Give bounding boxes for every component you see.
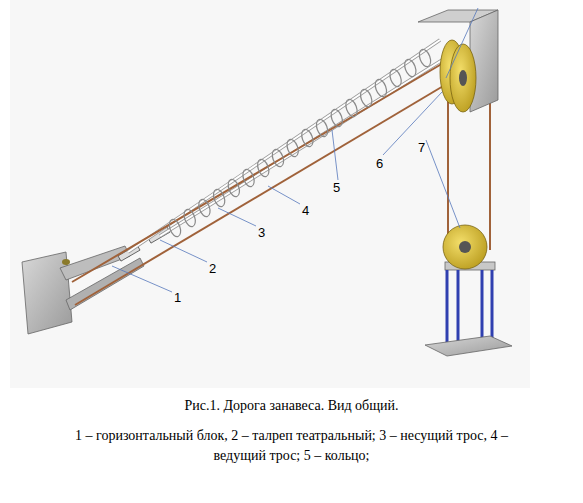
- ring: [167, 218, 183, 238]
- upper-block: [418, 10, 498, 112]
- render-ground: [10, 0, 530, 388]
- ring: [255, 158, 271, 178]
- callout-number: 7: [418, 140, 425, 155]
- ring: [417, 48, 433, 68]
- ring: [285, 138, 301, 158]
- callout-number: 2: [209, 261, 216, 276]
- horizontal-block: [22, 246, 144, 334]
- callout-number: 5: [333, 180, 340, 195]
- rails: [72, 40, 490, 305]
- ring: [270, 148, 286, 168]
- ring: [403, 58, 419, 78]
- callout-number: 6: [376, 156, 383, 171]
- callout-number: 3: [258, 225, 265, 240]
- rings: [167, 48, 433, 238]
- callout-number: 1: [174, 290, 181, 305]
- ring: [226, 178, 242, 198]
- ring: [314, 118, 330, 138]
- ring: [388, 68, 404, 88]
- ring: [300, 128, 316, 148]
- ring: [358, 88, 374, 108]
- turnbuckle: [118, 227, 170, 261]
- lower-block: [425, 225, 512, 356]
- ring: [329, 108, 345, 128]
- ring: [344, 98, 360, 118]
- ring: [182, 208, 198, 228]
- ring: [197, 198, 213, 218]
- ring: [211, 188, 227, 208]
- ring: [373, 78, 389, 98]
- caption-legend: 1 – горизонтальный блок, 2 – талреп теат…: [60, 426, 523, 466]
- figure-caption: Рис.1. Дорога занавеса. Вид общий.: [185, 398, 399, 414]
- leader-lines: [112, 8, 478, 292]
- callout-number: 4: [302, 203, 309, 218]
- ring: [241, 168, 257, 188]
